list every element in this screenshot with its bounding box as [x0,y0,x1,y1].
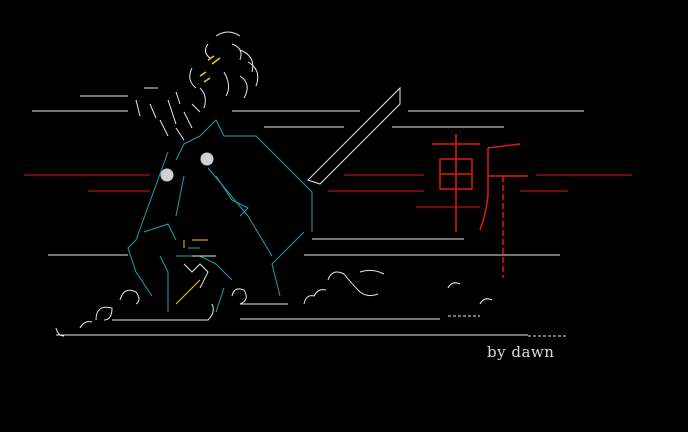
zan-kanji-glyph [432,134,528,278]
figure-eyes [160,152,214,182]
artist-credit: by dawn [487,343,555,361]
left-eye [160,168,174,182]
katana-blade [307,86,401,185]
hand-outline [183,255,216,289]
samurai-hair [135,31,259,141]
samurai-figure [127,119,313,313]
speed-lines [32,95,584,336]
sword-hilt [175,239,208,305]
right-eye [200,152,214,166]
red-speed-lines [24,174,632,208]
hair-ornament [199,55,221,83]
ground-clouds [55,269,568,337]
